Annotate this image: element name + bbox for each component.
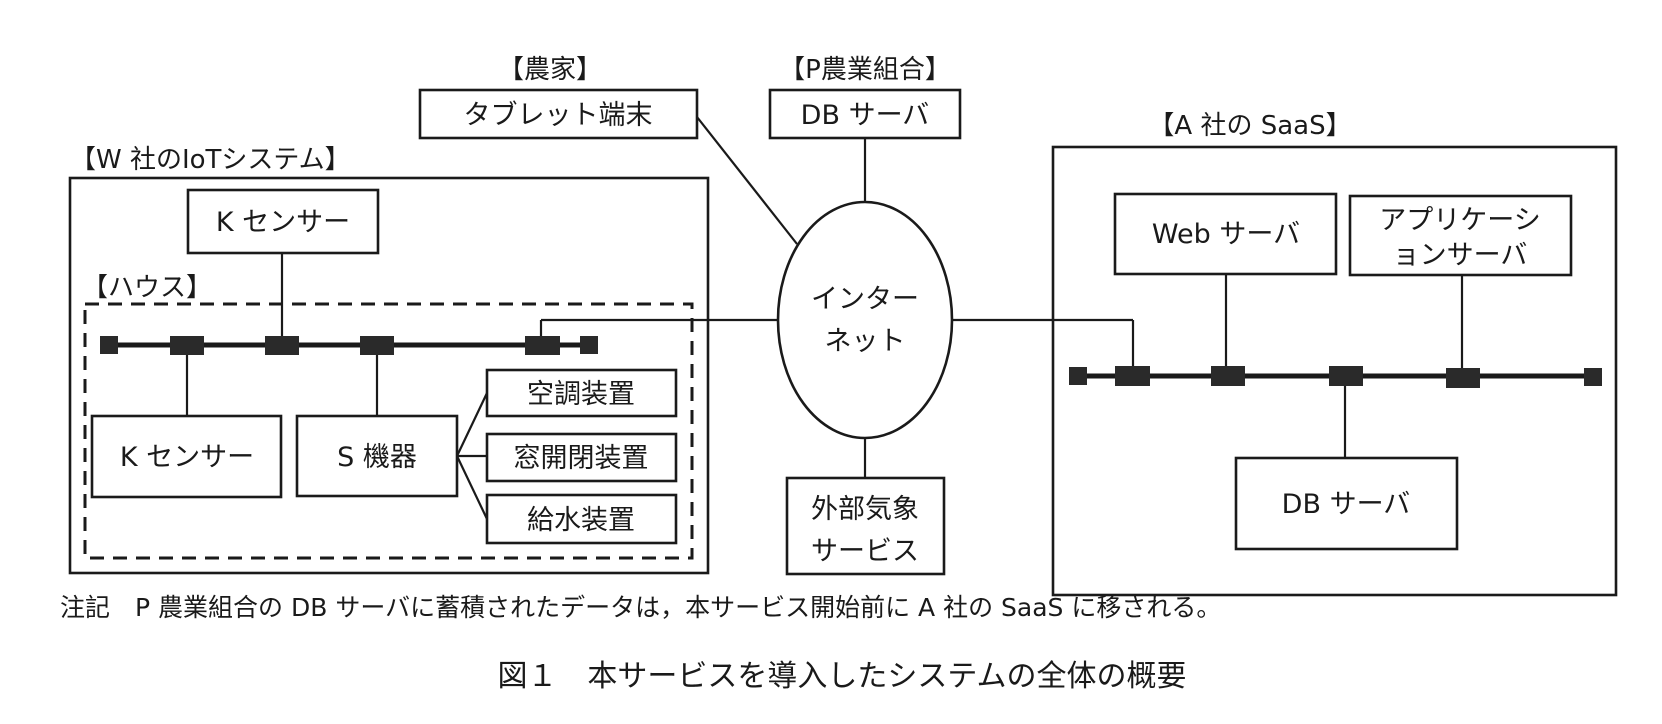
internet-label-line2: ネット (825, 326, 906, 357)
s-device-ac-link (456, 392, 488, 457)
house-lan-terminator-right (580, 336, 598, 354)
k-sensor-outside-label: K センサー (216, 207, 350, 238)
window-opener-label: 窓開閉装置 (514, 443, 649, 474)
app-server-box (1348, 194, 1573, 277)
a-saas-title: 【A 社の SaaS】 (1148, 111, 1351, 141)
saas-db-server-box (1234, 456, 1459, 551)
k-sensor-house-label: K センサー (120, 442, 254, 473)
web-server-box (1113, 192, 1338, 276)
p-coop-db-server-label: DB サーバ (801, 100, 930, 131)
house-title: 【ハウス】 (82, 273, 212, 303)
weather-label-line1: 外部気象 (811, 494, 919, 525)
saas-lan-terminator-left (1069, 367, 1087, 385)
internet-ellipse (776, 200, 954, 440)
saas-lan-terminator-right (1584, 368, 1602, 386)
house-lan-node (170, 336, 204, 355)
p-coop-group: 【P農業組合】 DB サーバ (768, 55, 962, 140)
k-sensor-house-box (90, 414, 283, 499)
house-lan-node (525, 336, 560, 355)
tablet-box (418, 88, 699, 140)
saas-lan-node (1329, 366, 1363, 386)
w-iot-title: 【W 社のIoTシステム】 (70, 145, 351, 175)
s-device-label: S 機器 (337, 442, 417, 473)
app-server-label-line2: ョンサーバ (1393, 240, 1528, 271)
air-conditioner-box (485, 368, 678, 418)
house-frame (83, 302, 694, 560)
k-sensor-outside-box (186, 188, 380, 255)
saas-lan-node (1115, 366, 1150, 386)
app-server-label-line1: アプリケーシ (1379, 205, 1540, 236)
saas-db-server-label: DB サーバ (1282, 489, 1411, 520)
w-iot-system-group: 【W 社のIoTシステム】 K センサー 【ハウス】 K センサー S 機器 空… (68, 145, 710, 575)
house-lan-node (360, 336, 394, 355)
s-device-water-link (456, 455, 488, 520)
a-saas-frame (1051, 145, 1618, 597)
s-device-box (295, 414, 459, 498)
w-iot-system-frame (68, 176, 710, 575)
weather-service-box (785, 476, 946, 576)
internet-cloud: インター ネット (776, 200, 954, 440)
farmer-title: 【農家】 (498, 55, 602, 85)
web-server-label: Web サーバ (1152, 219, 1300, 250)
weather-label-line2: サービス (811, 536, 919, 567)
saas-lan-node (1211, 366, 1245, 386)
p-coop-title: 【P農業組合】 (779, 55, 951, 85)
farmer-group: 【農家】 タブレット端末 (418, 55, 699, 140)
a-saas-group: 【A 社の SaaS】 Web サーバ アプリケーシ ョンサーバ DB サーバ (1051, 111, 1618, 597)
water-supply-box (485, 493, 678, 545)
house-lan-node (265, 336, 299, 355)
weather-service-group: 外部気象 サービス (785, 476, 946, 576)
air-conditioner-label: 空調装置 (527, 379, 635, 410)
water-supply-label: 給水装置 (527, 505, 635, 536)
window-opener-box (485, 432, 678, 483)
house-lan-terminator-left (100, 336, 118, 354)
saas-lan-node (1446, 368, 1480, 388)
figure-caption: 図１ 本サービスを導入したシステムの全体の概要 (497, 659, 1186, 694)
figure-note: 注記 P 農業組合の DB サーバに蓄積されたデータは，本サービス開始前に A … (60, 593, 1221, 622)
tablet-label: タブレット端末 (464, 100, 653, 131)
internet-label-line1: インター (811, 284, 919, 315)
tablet-internet-link (696, 116, 798, 245)
